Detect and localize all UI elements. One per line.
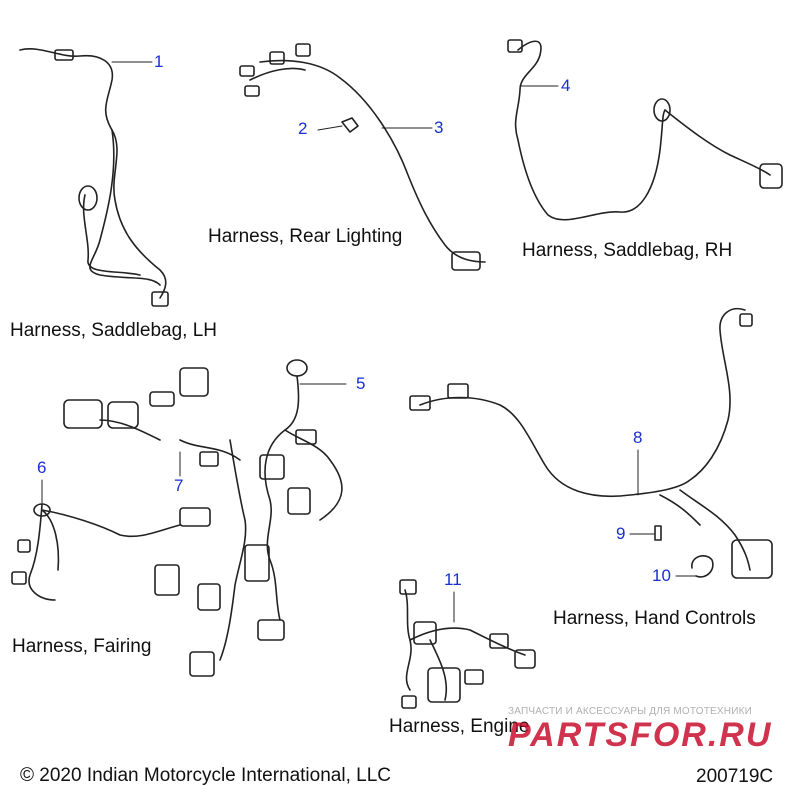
leader-2 bbox=[317, 125, 343, 131]
figure-id: 200719C bbox=[696, 766, 774, 787]
label-fairing: Harness, Fairing bbox=[12, 636, 152, 657]
watermark-tagline: ЗАПЧАСТИ И АКСЕССУАРЫ ДЛЯ МОТОТЕХНИКИ bbox=[508, 706, 753, 717]
label-hand-controls: Harness, Hand Controls bbox=[553, 608, 756, 629]
callout-1: 1 bbox=[154, 52, 164, 71]
harness-engine bbox=[399, 579, 536, 709]
label-saddlebag-lh: Harness, Saddlebag, LH bbox=[10, 320, 218, 341]
harness-saddlebag-lh bbox=[19, 48, 169, 307]
callout-11: 11 bbox=[444, 570, 462, 589]
callout-2: 2 bbox=[298, 119, 308, 138]
callout-6: 6 bbox=[37, 458, 47, 477]
callout-4: 4 bbox=[561, 76, 571, 95]
label-rear-lighting: Harness, Rear Lighting bbox=[208, 226, 403, 247]
harness-saddlebag-rh bbox=[507, 39, 783, 221]
harness-fairing-sub bbox=[11, 503, 181, 601]
copyright-text: © 2020 Indian Motorcycle International, … bbox=[20, 765, 391, 786]
watermark-brand: PARTSFOR.RU bbox=[508, 716, 773, 754]
callout-5: 5 bbox=[356, 374, 366, 393]
callout-3: 3 bbox=[434, 118, 444, 137]
harness-fairing bbox=[63, 359, 343, 677]
callout-10: 10 bbox=[652, 566, 671, 585]
label-engine: Harness, Engine bbox=[389, 716, 530, 737]
callout-7: 7 bbox=[174, 476, 184, 495]
harness-hand-controls bbox=[409, 308, 773, 579]
callout-8: 8 bbox=[633, 428, 643, 447]
label-saddlebag-rh: Harness, Saddlebag, RH bbox=[522, 240, 733, 261]
harness-rear-lighting bbox=[239, 43, 486, 271]
callout-9: 9 bbox=[616, 524, 626, 543]
